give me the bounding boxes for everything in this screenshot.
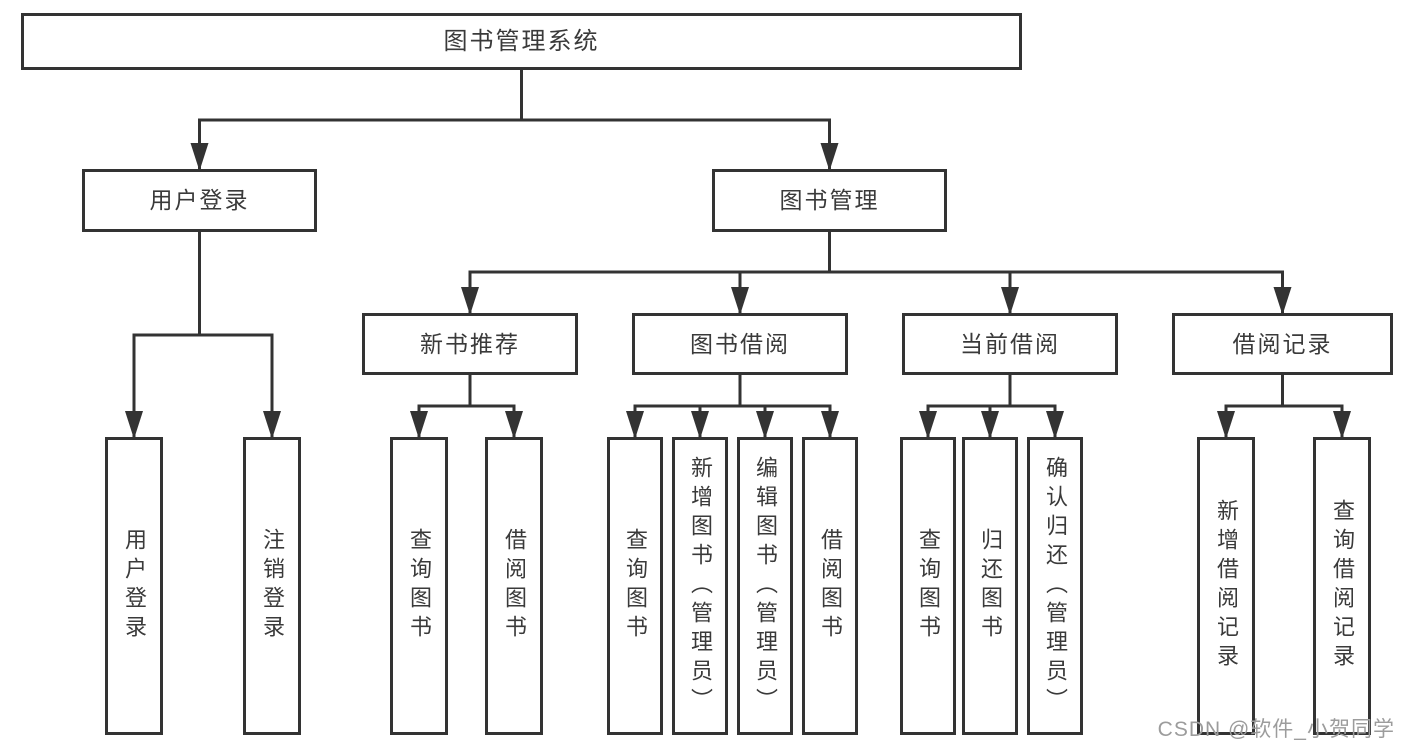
node-query-borrow-record: 查询借阅记录 xyxy=(1313,437,1371,735)
arrowhead xyxy=(1273,287,1292,315)
arrowhead xyxy=(125,411,143,439)
node-borrowing-records: 借阅记录 xyxy=(1172,313,1393,375)
node-query-books-recommend: 查询图书 xyxy=(390,437,448,735)
node-root: 图书管理系统 xyxy=(21,13,1022,70)
arrowhead xyxy=(1217,411,1235,439)
arrowhead xyxy=(919,411,937,439)
node-add-books-admin: 新增图书（管理员） xyxy=(672,437,728,735)
arrowhead xyxy=(820,143,839,171)
node-add-borrow-record: 新增借阅记录 xyxy=(1197,437,1255,735)
arrowhead xyxy=(1046,411,1064,439)
node-current-borrowing: 当前借阅 xyxy=(902,313,1118,375)
arrowhead xyxy=(756,411,774,439)
arrowhead xyxy=(981,411,999,439)
node-new-book-recommend: 新书推荐 xyxy=(362,313,578,375)
node-return-books: 归还图书 xyxy=(962,437,1018,735)
arrowhead xyxy=(1333,411,1351,439)
arrowhead xyxy=(461,287,479,315)
node-query-books-borrowing: 查询图书 xyxy=(607,437,663,735)
arrowhead xyxy=(731,287,749,315)
node-user-login: 用户登录 xyxy=(82,169,317,232)
arrowhead xyxy=(691,411,709,439)
node-user-login-leaf: 用户登录 xyxy=(105,437,163,735)
arrowhead xyxy=(263,411,281,439)
node-book-management: 图书管理 xyxy=(712,169,947,232)
node-confirm-return-admin: 确认归还（管理员） xyxy=(1027,437,1083,735)
node-borrow-books-recommend: 借阅图书 xyxy=(485,437,543,735)
arrowhead xyxy=(190,143,209,171)
node-borrow-books-borrowing: 借阅图书 xyxy=(802,437,858,735)
arrowhead xyxy=(1001,287,1019,315)
arrowhead xyxy=(505,411,523,439)
watermark: CSDN @软件_小贺同学 xyxy=(1157,718,1395,741)
node-book-borrowing: 图书借阅 xyxy=(632,313,848,375)
arrowhead xyxy=(410,411,428,439)
node-edit-books-admin: 编辑图书（管理员） xyxy=(737,437,793,735)
node-logout-leaf: 注销登录 xyxy=(243,437,301,735)
arrowhead xyxy=(821,411,839,439)
arrowhead xyxy=(626,411,644,439)
node-query-books-current: 查询图书 xyxy=(900,437,956,735)
